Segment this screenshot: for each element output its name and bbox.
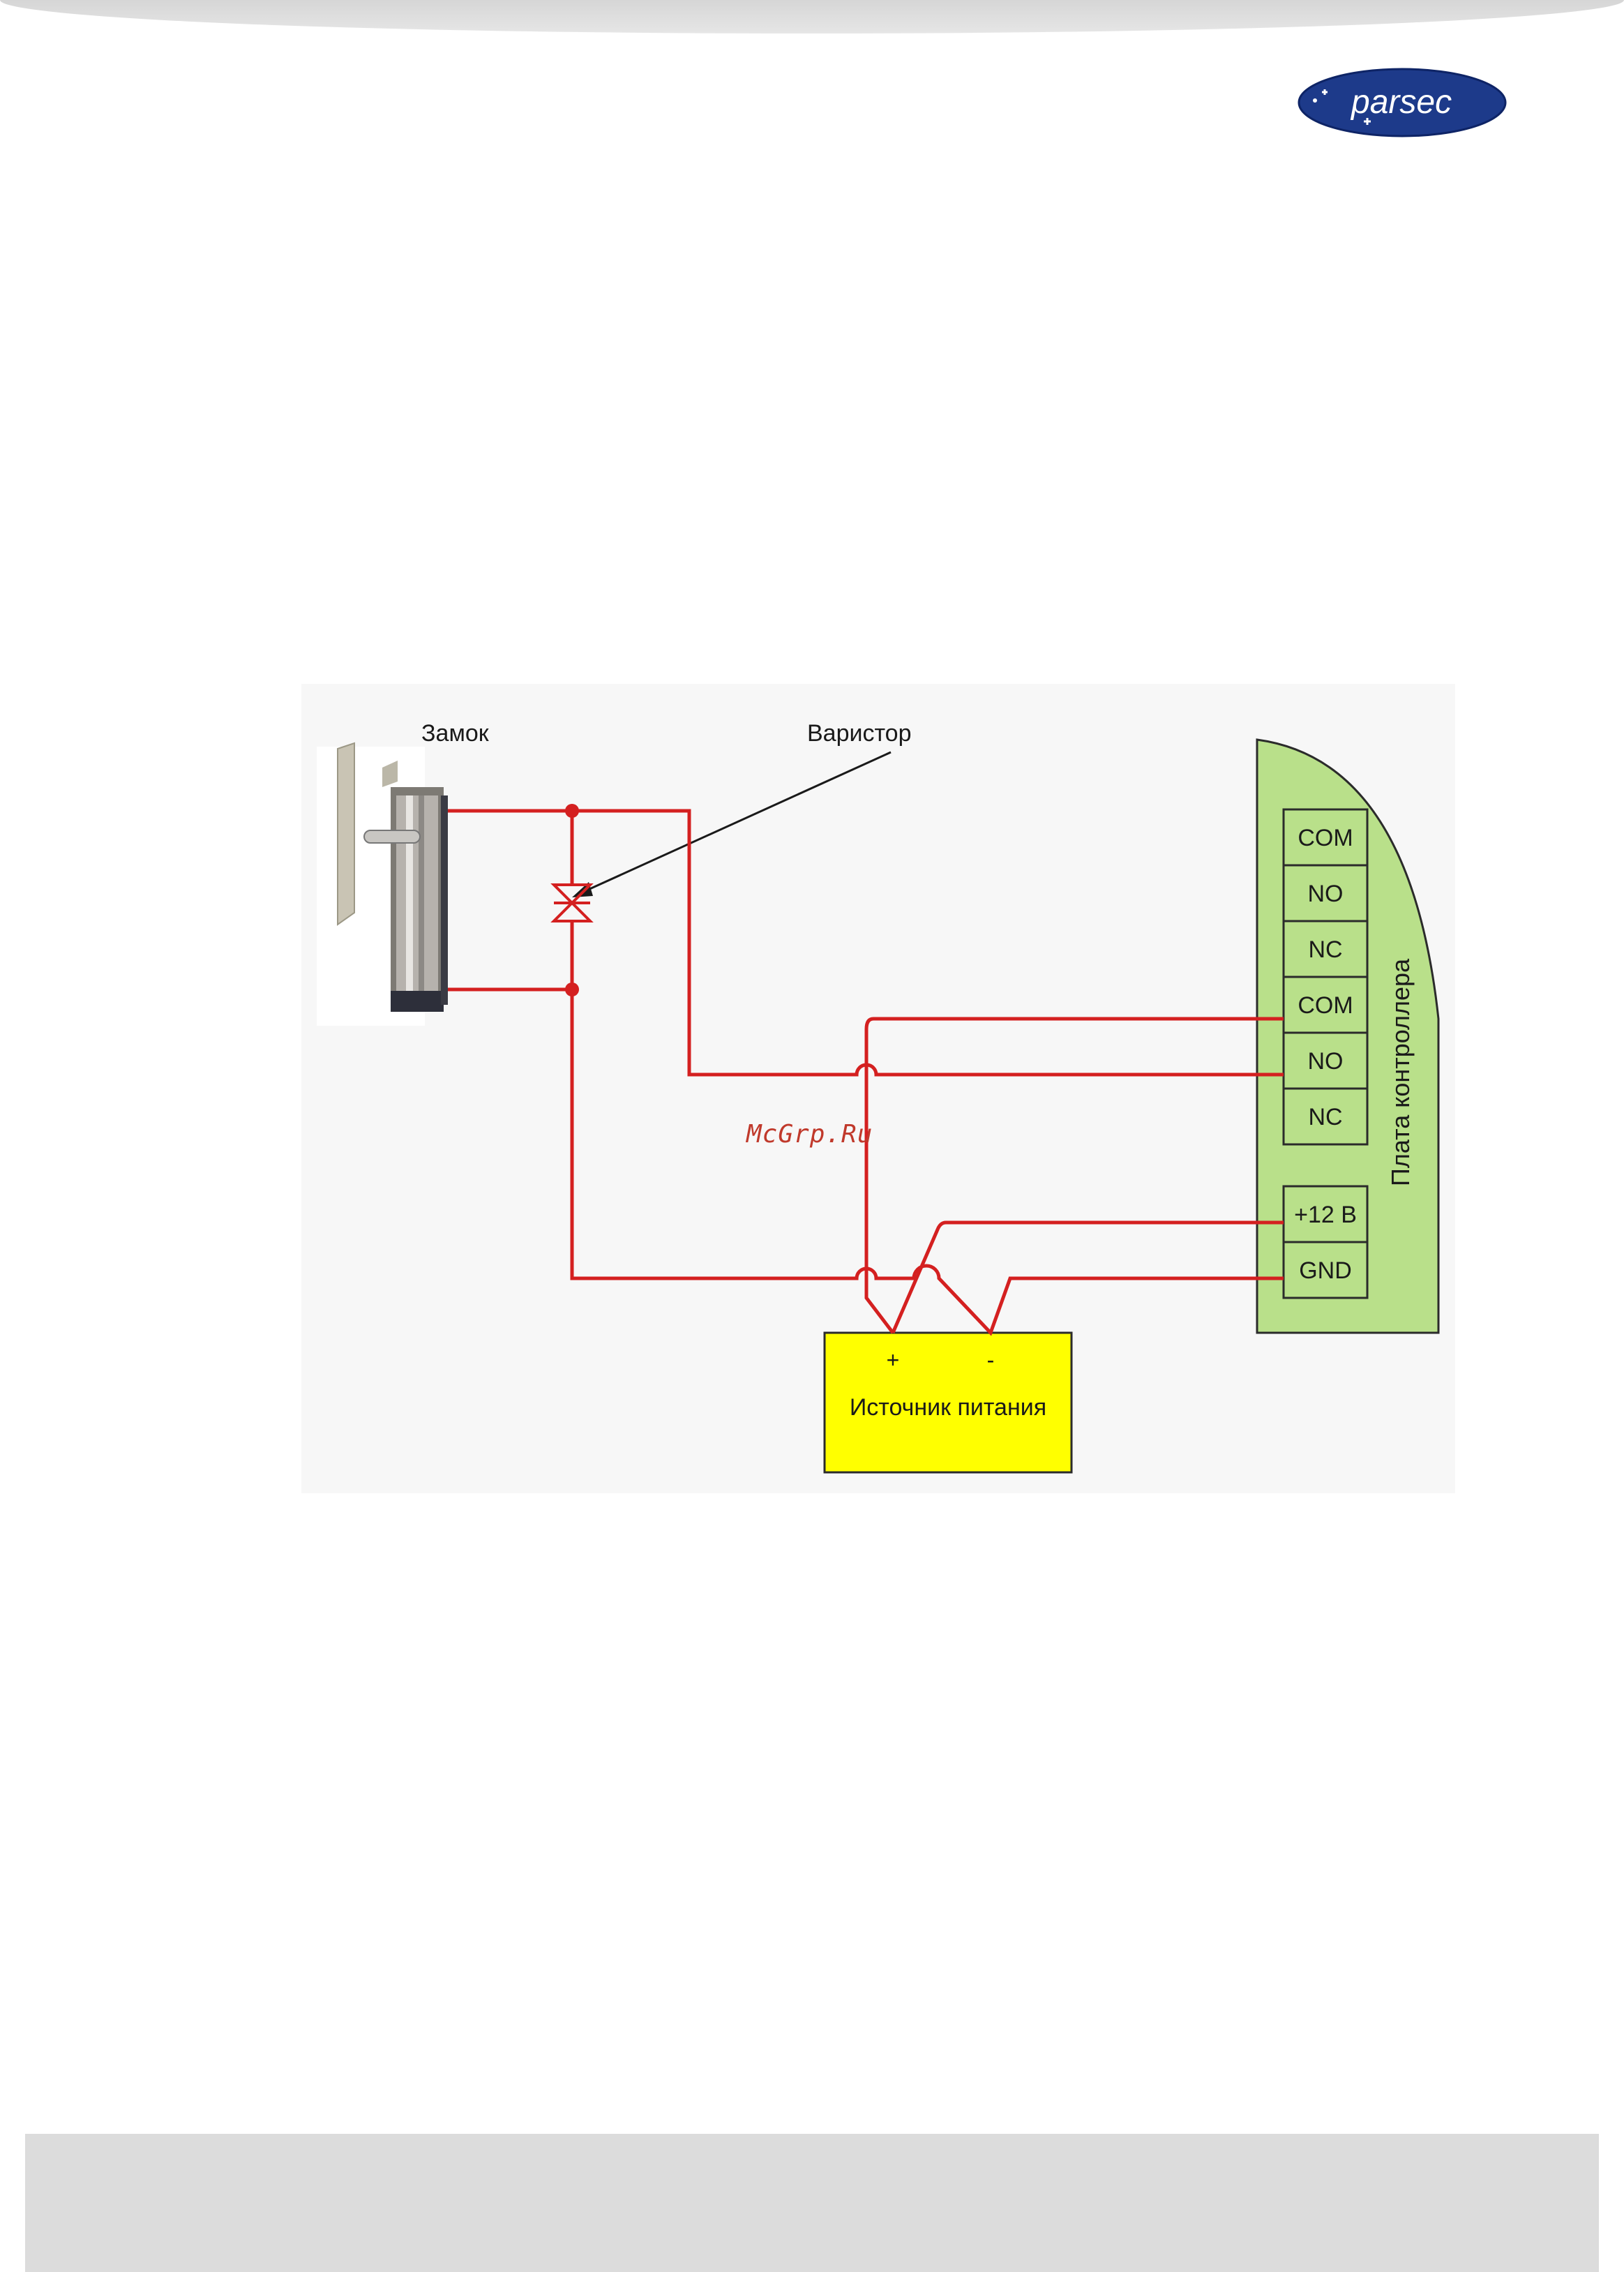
wiring-diagram: Замок Варистор COM NO NC COM NO NC +12	[301, 684, 1455, 1493]
varistor-arrow	[572, 752, 891, 897]
terminal-block-relay	[1284, 809, 1367, 1144]
terminal-gnd: GND	[1299, 1257, 1352, 1284]
varistor-symbol	[554, 885, 590, 921]
controller-label: Плата контроллера	[1386, 958, 1415, 1186]
junction-dot-bottom	[565, 982, 579, 996]
terminal-nc-1: NC	[1308, 936, 1342, 963]
psu-label: Источник питания	[850, 1394, 1046, 1421]
parsec-logo: parsec	[1294, 64, 1510, 141]
terminal-com-1: COM	[1298, 825, 1353, 851]
watermark: McGrp.Ru	[746, 1120, 873, 1149]
lock-image	[317, 743, 448, 1026]
terminal-nc-2: NC	[1308, 1104, 1342, 1130]
terminal-no-2: NO	[1308, 1048, 1344, 1075]
top-band	[0, 0, 1624, 33]
wires	[448, 811, 1284, 1333]
varistor-label: Варистор	[807, 720, 912, 747]
psu-plus: +	[887, 1347, 900, 1373]
terminal-no-1: NO	[1308, 881, 1344, 907]
junction-dot-top	[565, 804, 579, 818]
lock-label: Замок	[421, 720, 490, 747]
terminal-com-2: COM	[1298, 992, 1353, 1019]
bottom-band	[25, 2134, 1599, 2272]
terminal-12v: +12 В	[1294, 1202, 1357, 1228]
logo-text: parsec	[1350, 84, 1452, 121]
psu-minus: -	[987, 1347, 995, 1373]
